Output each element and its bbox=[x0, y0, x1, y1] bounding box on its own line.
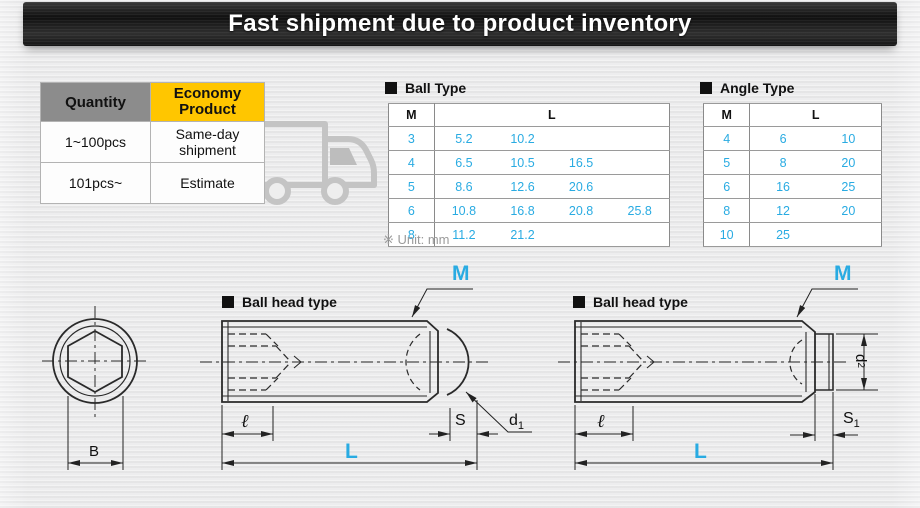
m-value: 8 bbox=[703, 198, 751, 223]
drawing1-header: Ball head type bbox=[222, 294, 337, 310]
l-value: 16.8 bbox=[493, 198, 552, 223]
column-header-m: M bbox=[703, 103, 751, 127]
ball-type-header: Ball Type bbox=[385, 80, 466, 96]
table-row: 3 5.2 10.2 bbox=[388, 126, 670, 151]
pricing-row: 1~100pcs Same-day shipment bbox=[40, 121, 265, 163]
dim-label-ell1: ℓ bbox=[241, 411, 249, 432]
l-value: 10.8 bbox=[434, 198, 494, 223]
column-header-l: L bbox=[434, 103, 670, 127]
table-row: 8 11.2 21.2 bbox=[388, 222, 670, 247]
l-value bbox=[610, 222, 670, 247]
l-value: 11.2 bbox=[434, 222, 494, 247]
l-value: 25.8 bbox=[610, 198, 670, 223]
dim-label-l1: L bbox=[345, 440, 358, 463]
l-value: 8 bbox=[749, 150, 816, 175]
column-header-m: M bbox=[388, 103, 435, 127]
dim-label-l2: L bbox=[694, 440, 707, 463]
pricing-header-economy: Economy Product bbox=[150, 82, 265, 122]
l-value bbox=[610, 126, 670, 151]
table-row: 8 12 20 bbox=[703, 198, 882, 223]
banner-title: Fast shipment due to product inventory bbox=[228, 10, 692, 37]
table-row: 6 10.8 16.8 20.8 25.8 bbox=[388, 198, 670, 223]
l-value: 6 bbox=[749, 126, 816, 151]
square-bullet-icon bbox=[222, 296, 234, 308]
angle-type-header: Angle Type bbox=[700, 80, 794, 96]
l-value: 8.6 bbox=[434, 174, 494, 199]
square-bullet-icon bbox=[385, 82, 397, 94]
fast-shipment-banner: Fast shipment due to product inventory bbox=[23, 2, 897, 46]
technical-drawing bbox=[42, 288, 878, 470]
drawing1-title: Ball head type bbox=[242, 294, 337, 310]
dim-label-s: S bbox=[455, 412, 466, 429]
m-value: 3 bbox=[388, 126, 435, 151]
l-value bbox=[610, 174, 670, 199]
m-value: 6 bbox=[703, 174, 751, 199]
drawing2-header: Ball head type bbox=[573, 294, 688, 310]
column-header-l: L bbox=[749, 103, 882, 127]
pricing-economy-cell: Estimate bbox=[150, 162, 265, 204]
pricing-table: Quantity Economy Product 1~100pcs Same-d… bbox=[40, 82, 265, 204]
m-value: 4 bbox=[703, 126, 751, 151]
pricing-header-row: Quantity Economy Product bbox=[40, 82, 265, 122]
l-value: 21.2 bbox=[493, 222, 552, 247]
pricing-row: 101pcs~ Estimate bbox=[40, 162, 265, 204]
unit-note: ※ Unit: mm bbox=[383, 232, 450, 247]
l-value bbox=[610, 150, 670, 175]
l-value: 5.2 bbox=[434, 126, 494, 151]
ball-type-title: Ball Type bbox=[405, 80, 467, 96]
truck-icon bbox=[257, 121, 377, 205]
dim-label-s1: S1 bbox=[843, 410, 860, 431]
m-value: 5 bbox=[703, 150, 751, 175]
m-value: 10 bbox=[703, 222, 751, 247]
pricing-header-quantity: Quantity bbox=[40, 82, 151, 122]
table-row: 5 8 20 bbox=[703, 150, 882, 175]
ball-type-header-row: M L bbox=[388, 103, 670, 127]
table-row: 5 8.6 12.6 20.6 bbox=[388, 174, 670, 199]
l-value bbox=[551, 222, 611, 247]
drawing2-title: Ball head type bbox=[593, 294, 688, 310]
l-value: 12 bbox=[749, 198, 816, 223]
l-value: 25 bbox=[749, 222, 816, 247]
square-bullet-icon bbox=[700, 82, 712, 94]
pricing-quantity-cell: 101pcs~ bbox=[40, 162, 151, 204]
dim-label-b: B bbox=[89, 443, 100, 460]
l-value: 10.5 bbox=[493, 150, 552, 175]
l-value bbox=[815, 222, 882, 247]
square-bullet-icon bbox=[573, 296, 585, 308]
l-value: 20 bbox=[815, 198, 882, 223]
l-value: 20.6 bbox=[551, 174, 611, 199]
angle-type-table: M L 4 6 10 5 8 20 6 16 25 8 12 20 10 25 bbox=[703, 103, 882, 247]
table-row: 6 16 25 bbox=[703, 174, 882, 199]
l-value: 20.8 bbox=[551, 198, 611, 223]
angle-type-header-row: M L bbox=[703, 103, 882, 127]
m-value: 6 bbox=[388, 198, 435, 223]
l-value: 10.2 bbox=[493, 126, 552, 151]
dim-label-ell2: ℓ bbox=[597, 411, 605, 432]
l-value bbox=[551, 126, 611, 151]
table-row: 10 25 bbox=[703, 222, 882, 247]
l-value: 16 bbox=[749, 174, 816, 199]
dim-label-m1: M bbox=[452, 262, 470, 285]
l-value: 25 bbox=[815, 174, 882, 199]
angle-type-title: Angle Type bbox=[720, 80, 795, 96]
l-value: 20 bbox=[815, 150, 882, 175]
l-value: 6.5 bbox=[434, 150, 494, 175]
l-value: 12.6 bbox=[493, 174, 552, 199]
pricing-quantity-cell: 1~100pcs bbox=[40, 121, 151, 163]
l-value: 16.5 bbox=[551, 150, 611, 175]
pricing-economy-cell: Same-day shipment bbox=[150, 121, 265, 163]
table-row: 4 6 10 bbox=[703, 126, 882, 151]
dim-label-d1: d1 bbox=[509, 412, 525, 433]
m-value: 8 bbox=[388, 222, 435, 247]
dim-label-m2: M bbox=[834, 262, 852, 285]
l-value: 10 bbox=[815, 126, 882, 151]
ball-type-table: M L 3 5.2 10.2 4 6.5 10.5 16.5 5 8.6 12.… bbox=[388, 103, 670, 247]
table-row: 4 6.5 10.5 16.5 bbox=[388, 150, 670, 175]
m-value: 4 bbox=[388, 150, 435, 175]
m-value: 5 bbox=[388, 174, 435, 199]
